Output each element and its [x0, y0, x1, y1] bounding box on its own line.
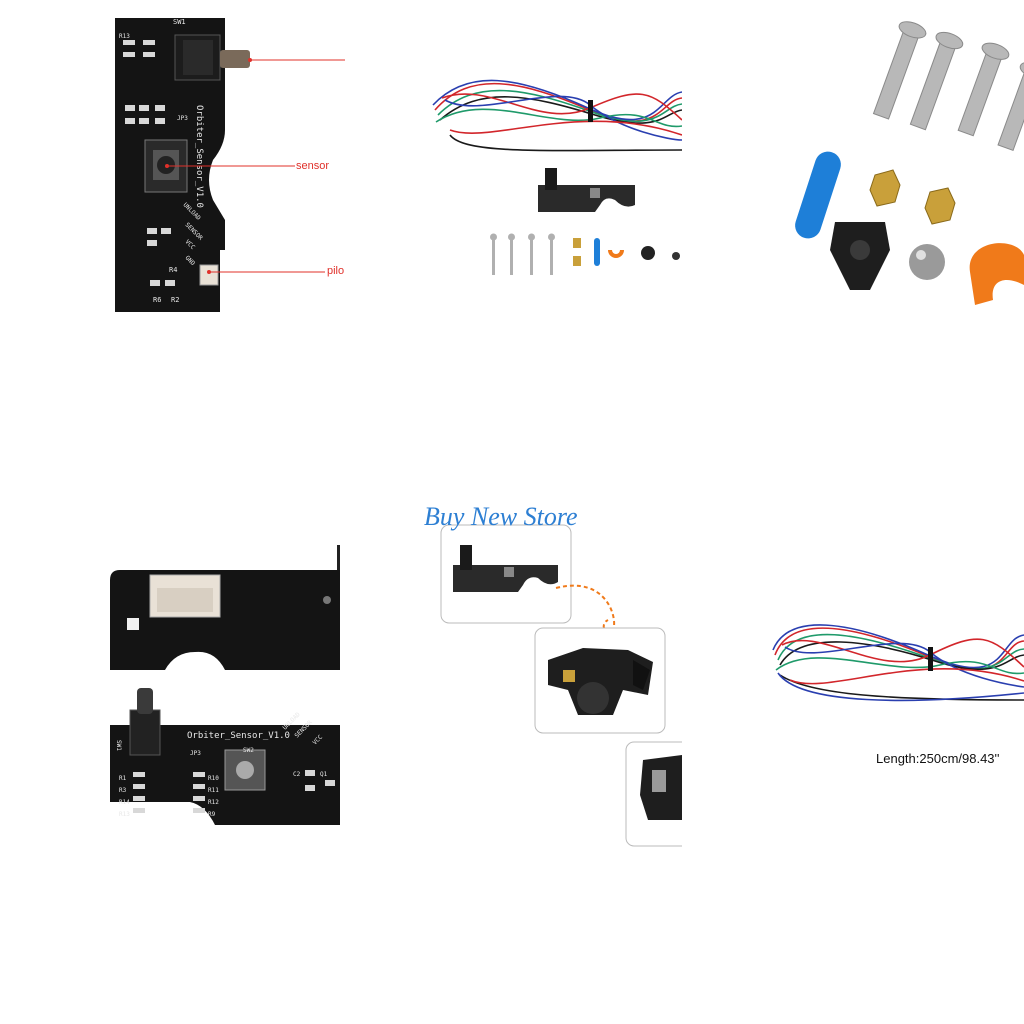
- switch-plunger: [220, 50, 250, 68]
- pcb-two-sides-photo: Orbiter_Sensor_V1.0 JP3 SW2 R1 R3 R14 R1…: [105, 540, 345, 830]
- blue-tube-small: [594, 238, 600, 266]
- svg-text:R9: R9: [208, 811, 216, 818]
- hardware-illustration: [795, 21, 1024, 305]
- svg-text:R10: R10: [208, 775, 219, 782]
- orange-clip: [969, 243, 1024, 305]
- brass-inserts: [869, 169, 956, 225]
- svg-text:SW2: SW2: [243, 747, 254, 754]
- svg-text:R13: R13: [119, 33, 130, 40]
- screws-small: [490, 233, 555, 275]
- orange-clip-small: [608, 250, 624, 258]
- store-watermark: Buy New Store: [424, 502, 578, 531]
- svg-text:R4: R4: [169, 266, 177, 274]
- svg-text:Q1: Q1: [320, 771, 328, 778]
- svg-text:R14: R14: [119, 799, 130, 806]
- svg-text:Orbiter_Sensor_V1.0: Orbiter_Sensor_V1.0: [194, 105, 204, 208]
- svg-text:R12: R12: [208, 799, 219, 806]
- callout-sensor-label: sensor: [296, 160, 330, 172]
- sensor-pcb-small: [538, 185, 635, 212]
- cable-tie: [928, 647, 933, 671]
- kit-contents-photo: [430, 60, 682, 280]
- svg-text:R13: R13: [119, 811, 130, 818]
- installation-photo: [438, 520, 682, 850]
- pcb-back: [110, 570, 340, 670]
- pcb-callout-photo: Orbiter_Sensor_V1.0 SW1 R13 JP3 UNLOAD S…: [105, 10, 345, 320]
- cable-bundle: [772, 624, 1024, 702]
- screws-large: [872, 21, 1024, 152]
- wire-bundle: [432, 79, 682, 152]
- svg-text:Orbiter_Sensor_V1.0: Orbiter_Sensor_V1.0: [187, 731, 290, 741]
- cable-length-label: Length:250cm/98.43'': [876, 751, 1000, 766]
- connector-arc: [555, 584, 616, 634]
- cable-illustration: [772, 624, 1024, 702]
- hardware-closeup-photo: [775, 10, 1024, 310]
- cable-photo: [770, 605, 1024, 725]
- blue-tube: [795, 151, 841, 239]
- svg-text:JP3: JP3: [190, 750, 201, 757]
- pcb-board-top-illustration: Orbiter_Sensor_V1.0 SW1 R13 JP3 UNLOAD S…: [115, 18, 345, 312]
- kit-illustration: [432, 79, 682, 275]
- svg-text:R6: R6: [153, 296, 161, 304]
- svg-text:R2: R2: [171, 296, 179, 304]
- steel-ball: [909, 244, 945, 280]
- svg-text:JP3: JP3: [177, 115, 188, 122]
- switch-sw1-front: [129, 709, 161, 756]
- svg-text:R3: R3: [119, 787, 127, 794]
- pcb-sides-illustration: Orbiter_Sensor_V1.0 JP3 SW2 R1 R3 R14 R1…: [110, 545, 340, 825]
- svg-text:SW1: SW1: [115, 740, 122, 751]
- callout-pilot-label: pilo: [327, 265, 345, 277]
- led-connector: [199, 264, 219, 286]
- svg-text:R11: R11: [208, 787, 219, 794]
- svg-text:R1: R1: [119, 775, 127, 782]
- installation-illustration: [440, 524, 682, 847]
- wire-tie: [588, 100, 593, 122]
- svg-text:C2: C2: [293, 771, 301, 778]
- svg-text:SW1: SW1: [173, 18, 186, 26]
- switch-plunger-front: [137, 688, 153, 714]
